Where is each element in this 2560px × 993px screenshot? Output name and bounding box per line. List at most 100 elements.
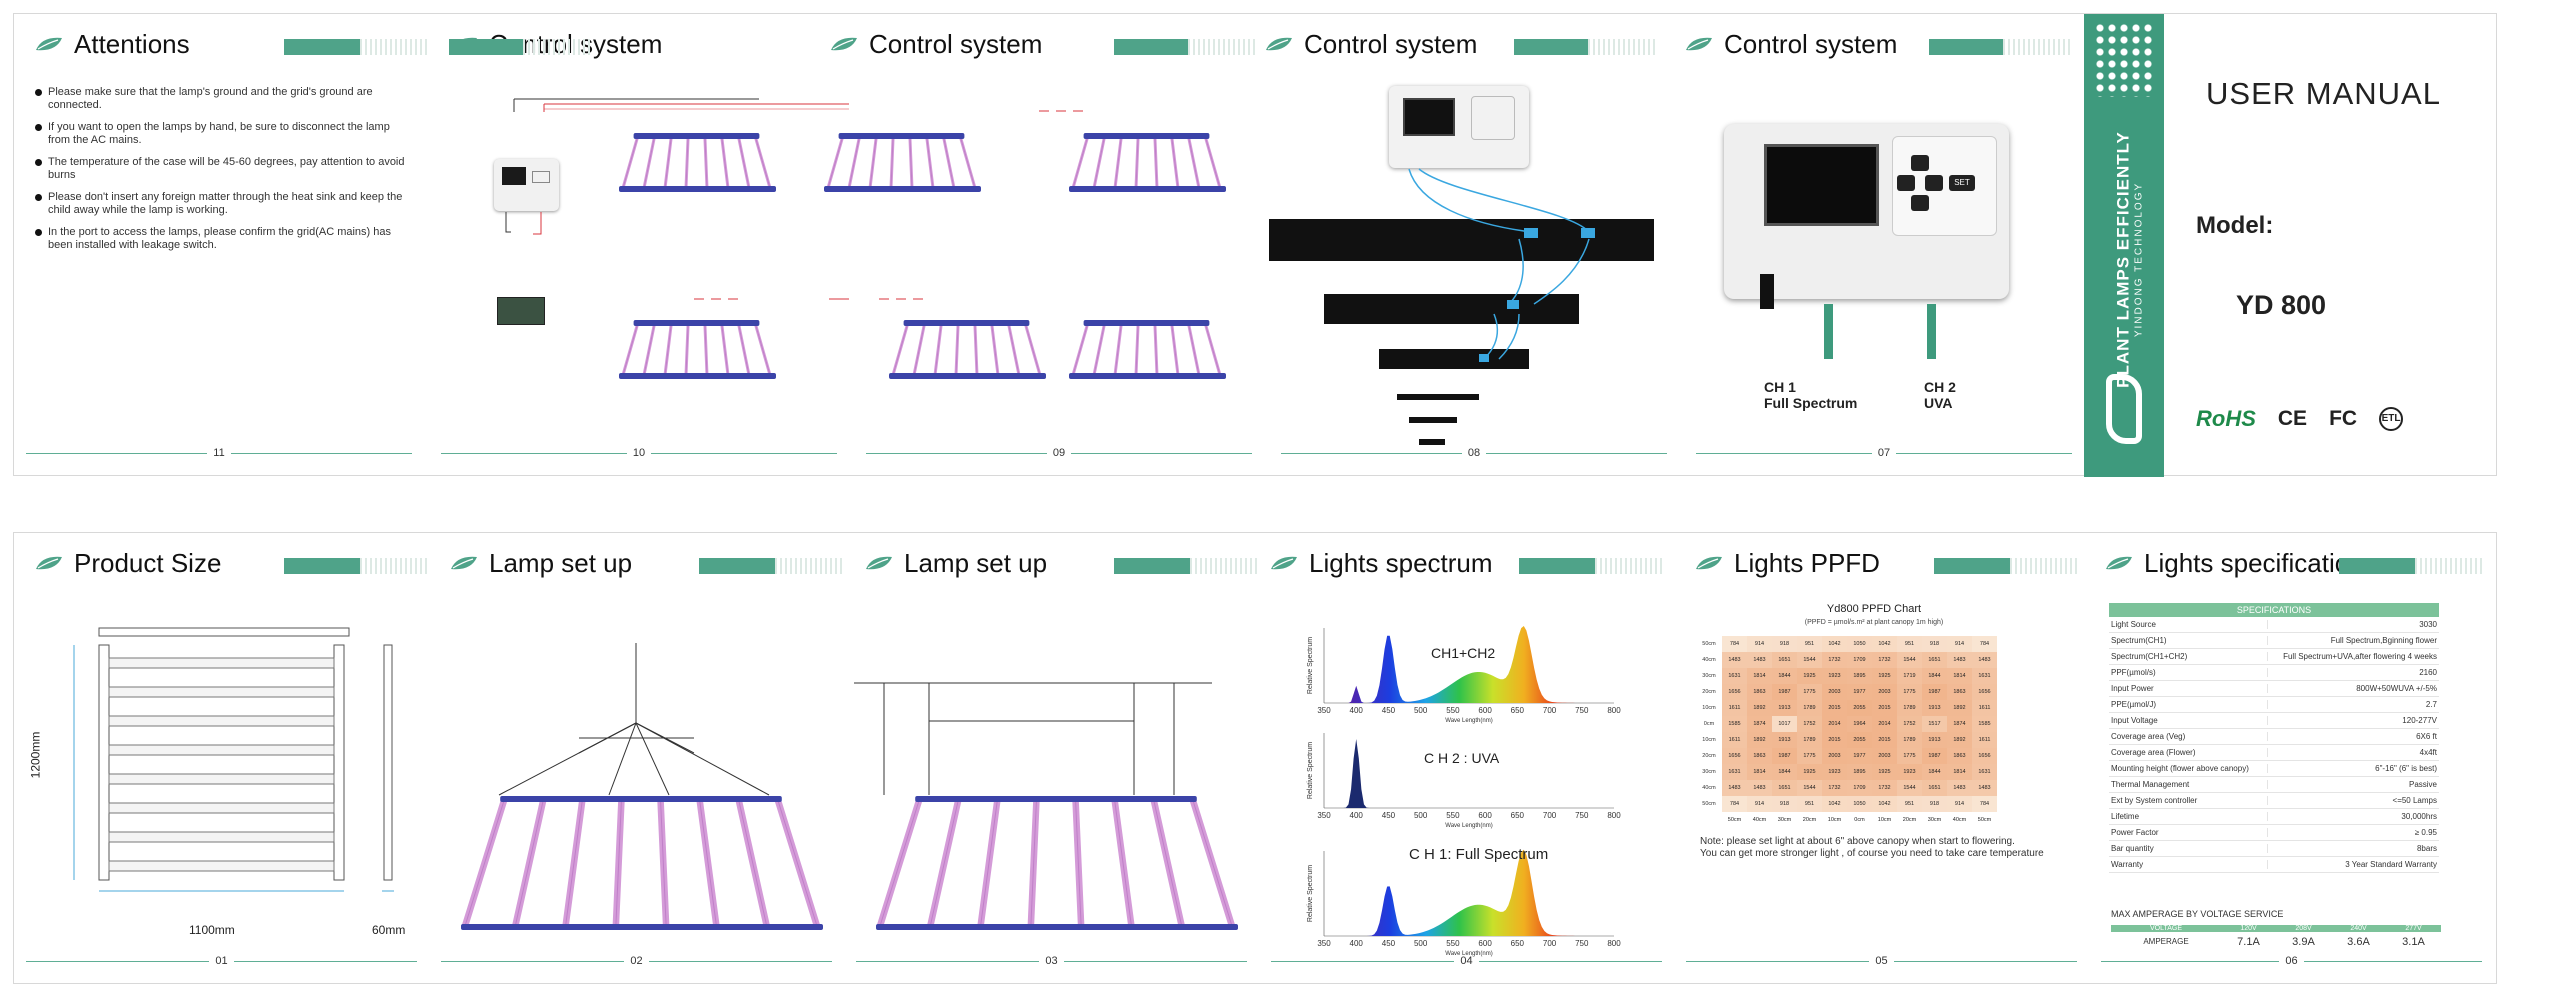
ppfd-cell: 1844 — [1772, 764, 1797, 780]
ppfd-cell: 1732 — [1872, 652, 1897, 668]
ppfd-cell: 1844 — [1922, 668, 1947, 684]
page-footer: 11 — [26, 447, 413, 459]
tick-label: 450 — [1382, 811, 1396, 820]
ppfd-cell: 1977 — [1847, 684, 1872, 700]
title-stripes — [1588, 39, 1658, 55]
panel-title: Attentions — [74, 28, 190, 59]
ppfd-cell: 1050 — [1847, 636, 1872, 652]
ppfd-cell: 1913 — [1922, 700, 1947, 716]
ppfd-cell: 1925 — [1797, 668, 1822, 684]
ppfd-cell: 1964 — [1847, 716, 1872, 732]
ppfd-cell: 1611 — [1972, 732, 1997, 748]
amperage-header-cell: VOLTAGE — [2111, 925, 2221, 932]
amperage-header-cell: 208V — [2276, 925, 2331, 932]
spec-value: 4x4ft — [2267, 748, 2437, 757]
lamp-fixtures-top — [14, 14, 1264, 477]
left-button[interactable] — [1897, 175, 1915, 191]
panel-title: Lights spectrum — [1309, 547, 1493, 578]
lamp-fixture — [1069, 133, 1226, 192]
set-button[interactable]: SET — [1949, 175, 1975, 191]
ppfd-cell: 914 — [1947, 796, 1972, 812]
ppfd-cell: 1483 — [1722, 780, 1747, 796]
ppfd-cell: 1923 — [1822, 668, 1847, 684]
panel-title: Lights specification — [2144, 547, 2364, 578]
ppfd-cell: 1987 — [1772, 748, 1797, 764]
ppfd-cell: 1483 — [1747, 780, 1772, 796]
ppfd-cell: 1651 — [1772, 780, 1797, 796]
x-axis-label: Wave Length(nm) — [1445, 951, 1492, 957]
ppfd-cell: 1631 — [1972, 764, 1997, 780]
ppfd-cell: 1017 — [1772, 716, 1797, 732]
up-button[interactable] — [1911, 155, 1929, 171]
ppfd-cell: 1732 — [1822, 652, 1847, 668]
spec-value: Full Spectrum+UVA,after flowering 4 week… — [2267, 652, 2437, 661]
right-button[interactable] — [1925, 175, 1943, 191]
ppfd-cell: 1814 — [1947, 764, 1972, 780]
page-number: 10 — [632, 447, 646, 459]
spec-value: 120-277V — [2267, 716, 2437, 725]
spectrum-label: C H 1: Full Spectrum — [1409, 846, 1548, 863]
attention-item: If you want to open the lamps by hand, b… — [34, 121, 414, 147]
ppfd-cell: 1483 — [1947, 652, 1972, 668]
page-number: 01 — [215, 955, 228, 967]
title-bar — [2339, 558, 2415, 574]
ppfd-cell: 918 — [1922, 796, 1947, 812]
cert-row: RoHS CE FC ETL — [2196, 406, 2404, 432]
tick-label: 350 — [1317, 939, 1331, 948]
amperage-header-cell: 120V — [2221, 925, 2276, 932]
manual-title: USER MANUAL — [2206, 76, 2441, 111]
tick-label: 600 — [1478, 811, 1492, 820]
ppfd-row-label: 40cm — [1696, 780, 1722, 796]
ppfd-cell: 2055 — [1847, 732, 1872, 748]
ppfd-cell: 1544 — [1797, 652, 1822, 668]
brand-logo-icon — [2106, 374, 2142, 444]
spec-value: 2.7 — [2267, 700, 2437, 709]
ppfd-cell: 1892 — [1747, 700, 1772, 716]
lamp-fixture — [889, 320, 1046, 379]
ppfd-cell: 1913 — [1772, 732, 1797, 748]
tick-label: 500 — [1414, 811, 1428, 820]
spec-value: 3 Year Standard Warranty — [2267, 860, 2437, 869]
spec-label: PPF(µmol/s) — [2111, 668, 2156, 677]
ppfd-cell: 1752 — [1897, 716, 1922, 732]
attentions-list: Please make sure that the lamp's ground … — [34, 86, 414, 261]
brand-strip: PLANT LAMPS EFFICIENTLY YINDONG TECHNOLO… — [2084, 14, 2164, 477]
title-bar — [1114, 39, 1188, 55]
ppfd-cell: 1775 — [1897, 684, 1922, 700]
leaf-icon — [1266, 37, 1292, 51]
ppfd-cell: 2055 — [1847, 700, 1872, 716]
bottom-sheet: Product Size 1200mm 1100mm 60mm 01 Lamp … — [13, 532, 2497, 984]
ppfd-col-label: 20cm — [1897, 812, 1922, 828]
panel-title: Control system — [1724, 28, 1898, 59]
ppfd-cell: 2003 — [1872, 684, 1897, 700]
attention-item: The temperature of the case will be 45-6… — [34, 156, 414, 182]
ppfd-cell: 1544 — [1797, 780, 1822, 796]
ppfd-cell: 1719 — [1897, 668, 1922, 684]
tick-label: 350 — [1317, 706, 1331, 715]
depth-dimension: 60mm — [372, 923, 406, 937]
x-axis-label: Wave Length(nm) — [1445, 823, 1492, 829]
ppfd-col-label: 50cm — [1722, 812, 1747, 828]
ppfd-cell: 1775 — [1897, 748, 1922, 764]
ppfd-row-label: 10cm — [1696, 732, 1722, 748]
amperage-header-cell: 277V — [2386, 925, 2441, 932]
page-number: 02 — [630, 955, 643, 967]
down-button[interactable] — [1911, 195, 1929, 211]
ppfd-cell: 1656 — [1972, 684, 1997, 700]
ppfd-cell: 1042 — [1872, 636, 1897, 652]
lamp-fixture — [824, 133, 981, 192]
ppfd-cell: 1585 — [1972, 716, 1997, 732]
ppfd-cell: 1732 — [1822, 780, 1847, 796]
page-footer: 07 — [1696, 447, 2072, 459]
ppfd-cell: 1789 — [1897, 700, 1922, 716]
